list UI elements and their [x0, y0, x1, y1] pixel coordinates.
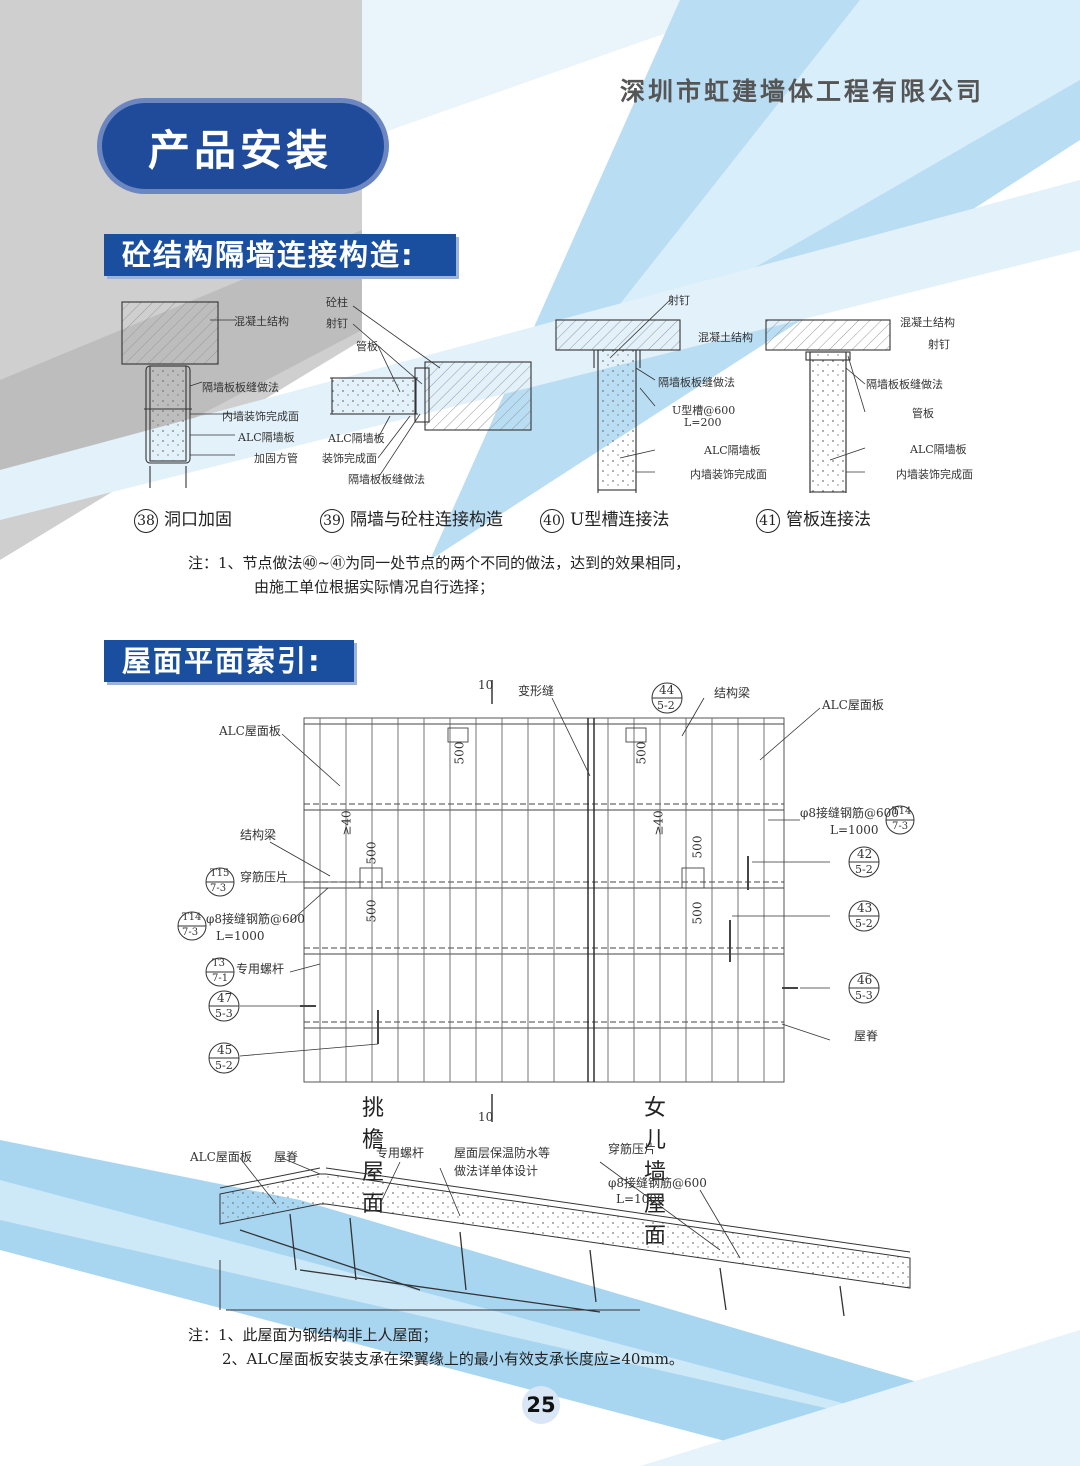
plan-label-rebar-right: φ8接缝钢筋@600	[800, 806, 899, 820]
callout-t14-sheet: 7-3	[182, 927, 199, 938]
fig39-title: 隔墙与砼柱连接构造	[350, 510, 503, 530]
plan-label-beam-left: 结构梁	[240, 828, 277, 842]
section-title-badge: 产品安装	[102, 103, 384, 189]
section-label-insulation-2: 做法详单体设计	[454, 1164, 539, 1178]
plan-label-alc-left: ALC屋面板	[219, 724, 281, 738]
dim-500: 500	[690, 901, 705, 925]
fig38-label: 内墙装饰完成面	[222, 410, 299, 423]
fig40-label: U型槽@600	[672, 404, 736, 417]
heading-roof-plan-index: 屋面平面索引:	[104, 640, 354, 682]
plan-label-bolt: 专用螺杆	[236, 962, 285, 976]
section-label-len: L=1000	[616, 1192, 665, 1206]
note-2-line-1: 注：1、此屋面为钢结构非上人屋面；	[188, 1326, 438, 1344]
fig41-label: 管板	[912, 407, 934, 420]
fig40-label: ALC隔墙板	[704, 444, 761, 457]
fig38-index: 38	[134, 509, 158, 533]
heading-concrete-partition: 砼结构隔墙连接构造:	[104, 234, 456, 276]
callout-42-sheet: 5-2	[855, 863, 873, 876]
section-label-press-plate: 穿筋压片	[608, 1142, 657, 1156]
callout-t14-num: T14	[182, 912, 202, 923]
fig38-label: 加固方管	[254, 452, 298, 465]
fig39-label: 装饰完成面	[322, 452, 377, 465]
fig40-index: 40	[540, 509, 564, 533]
section-label-insulation-1: 屋面层保温防水等	[454, 1146, 551, 1160]
fig40-label: 射钉	[668, 294, 690, 307]
fig41-label: 隔墙板板缝做法	[866, 378, 943, 391]
axis-10-top: 10	[478, 678, 494, 692]
callout-43-sheet: 5-2	[855, 917, 873, 930]
callout-47-num: 47	[217, 991, 233, 1005]
section-label-ridge: 屋脊	[274, 1150, 299, 1164]
dim-500: 500	[364, 899, 379, 923]
plan-label-press-plate: 穿筋压片	[240, 870, 289, 884]
fig41-label: 射钉	[928, 338, 950, 351]
fig38-label: ALC隔墙板	[238, 431, 295, 444]
fig39-index: 39	[320, 509, 344, 533]
fig40-label: 隔墙板板缝做法	[658, 376, 735, 389]
section-title: 产品安装	[148, 126, 333, 175]
dim-500: 500	[690, 835, 705, 859]
fig41-title: 管板连接法	[786, 510, 871, 530]
callout-t3-num: T3	[212, 958, 226, 969]
fig40-caption: 40 U型槽连接法	[540, 505, 669, 533]
fig39-label: ALC隔墙板	[328, 432, 385, 445]
fig39-caption: 39 隔墙与砼柱连接构造	[320, 505, 503, 533]
callout-46-sheet: 5-3	[855, 989, 873, 1002]
dim-ge-40: ≥40	[651, 810, 666, 836]
roof-plan-drawing	[177, 680, 915, 1122]
section-label-alc: ALC屋面板	[190, 1150, 252, 1164]
plan-label-deform-joint: 变形缝	[518, 684, 555, 698]
fig39-label: 砼柱	[326, 296, 348, 309]
fig40-label: 内墙装饰完成面	[690, 468, 767, 481]
fig40-label: L=200	[684, 416, 722, 429]
fig39-label: 隔墙板板缝做法	[348, 473, 425, 486]
fig41-caption: 41 管板连接法	[756, 505, 871, 533]
callout-45-num: 45	[217, 1043, 233, 1057]
fig40-label: 混凝土结构	[698, 331, 753, 344]
callout-44-num: 44	[659, 683, 675, 697]
callout-46-num: 46	[857, 973, 873, 987]
roof-section-drawing	[219, 1157, 911, 1317]
page-number: 25	[522, 1386, 560, 1424]
plan-label-alc-right: ALC屋面板	[822, 698, 884, 712]
dim-500: 500	[634, 741, 649, 765]
plan-label-ridge: 屋脊	[854, 1029, 879, 1043]
dim-ge-40: ≥40	[339, 810, 354, 836]
company-name: 深圳市虹建墙体工程有限公司	[620, 77, 985, 106]
fig41-label: 内墙装饰完成面	[896, 468, 973, 481]
note-1-line-2: 由施工单位根据实际情况自行选择；	[254, 578, 495, 596]
callout-43-num: 43	[857, 901, 873, 915]
fig41-index: 41	[756, 509, 780, 533]
note-2-line-2: 2、ALC屋面板安装支承在梁翼缘上的最小有效支承长度应≥40mm。	[222, 1350, 684, 1368]
fig41-label: 混凝土结构	[900, 316, 955, 329]
callout-t3-sheet: 7-1	[212, 973, 229, 984]
callout-44-sheet: 5-2	[657, 699, 675, 712]
fig38-label: 隔墙板板缝做法	[202, 381, 279, 394]
plan-label-len-left: L=1000	[216, 929, 265, 943]
callout-45-sheet: 5-2	[215, 1059, 233, 1072]
fig40-title: U型槽连接法	[570, 510, 670, 530]
plan-label-beam-top: 结构梁	[714, 686, 751, 700]
note-1-line-1: 注：1、节点做法㊵~㊶为同一处节点的两个不同的做法，达到的效果相同，	[188, 554, 691, 572]
callout-47-sheet: 5-3	[215, 1007, 233, 1020]
fig41-label: ALC隔墙板	[910, 443, 967, 456]
fig39-label: 管板	[356, 340, 378, 353]
partition-details-drawing	[121, 299, 891, 493]
dim-500: 500	[364, 841, 379, 865]
callout-t15-num: T15	[210, 868, 230, 879]
callout-t14-right-sheet: 7-3	[892, 821, 909, 832]
callout-42-num: 42	[857, 847, 873, 861]
callout-t14-right-num: T14	[892, 806, 912, 817]
plan-label-rebar-left: φ8接缝钢筋@600	[206, 912, 305, 926]
plan-label-len-right: L=1000	[830, 823, 879, 837]
fig38-label: 混凝土结构	[234, 315, 289, 328]
section-label-bolt: 专用螺杆	[376, 1146, 425, 1160]
section-label-rebar: φ8接缝钢筋@600	[608, 1176, 707, 1190]
fig38-caption: 38 洞口加固	[134, 505, 232, 533]
fig39-label: 射钉	[326, 317, 348, 330]
callout-t15-sheet: 7-3	[210, 883, 227, 894]
fig38-title: 洞口加固	[164, 510, 232, 530]
axis-10-bottom: 10	[478, 1110, 494, 1124]
dim-500: 500	[452, 741, 467, 765]
